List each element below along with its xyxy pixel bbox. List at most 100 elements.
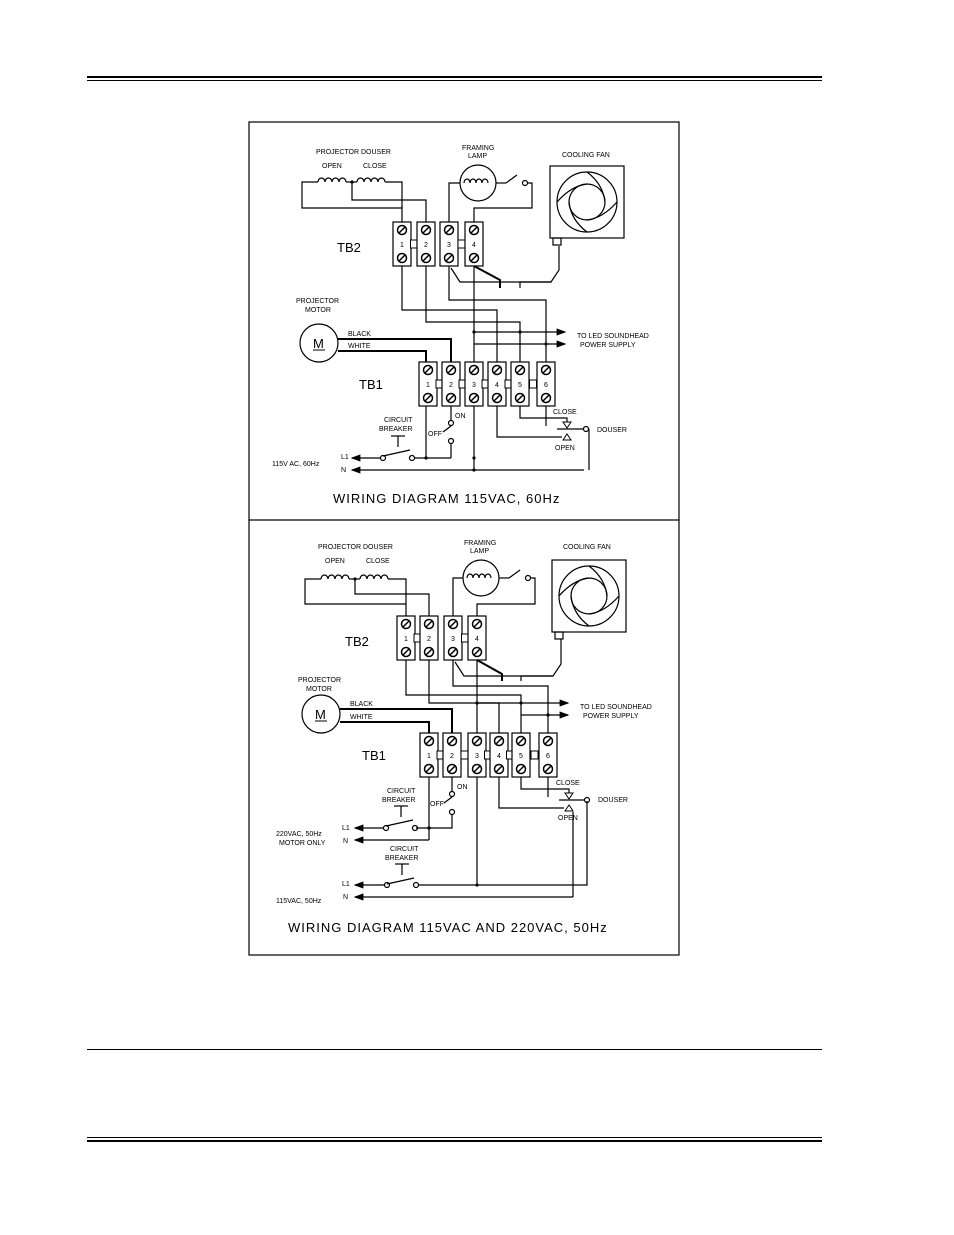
soundhead-label: TO LED SOUNDHEAD	[577, 333, 649, 340]
terminal-screw-icon	[422, 364, 434, 376]
n-label: N	[341, 467, 346, 474]
terminal: 6	[538, 732, 558, 778]
motor-label: PROJECTOR	[298, 677, 341, 684]
terminal-number: 1	[426, 382, 430, 389]
breaker-label: CIRCUIT	[384, 417, 413, 424]
terminal: 2	[441, 361, 461, 407]
douser-label: PROJECTOR DOUSER	[316, 149, 391, 156]
terminal-screw-icon	[446, 763, 458, 775]
off-label: OFF	[430, 801, 444, 808]
l1-115-label: L1	[342, 881, 350, 888]
motor-icon: M	[301, 694, 341, 734]
terminal-screw-icon	[446, 735, 458, 747]
terminal-screw-icon	[515, 763, 527, 775]
terminal: 4	[489, 732, 509, 778]
soundhead-label-2: POWER SUPPLY	[583, 713, 639, 720]
circuit-breaker-icon	[382, 805, 419, 832]
douser-switch-label: DOUSER	[597, 427, 627, 434]
cooling-fan-label: COOLING FAN	[563, 544, 611, 551]
terminal: 1	[396, 615, 416, 661]
jumper	[457, 239, 466, 249]
douser-coil-icon	[320, 574, 389, 581]
on-label: ON	[455, 413, 466, 420]
terminal-number: 6	[544, 382, 548, 389]
terminal: 3	[464, 361, 484, 407]
douser-open-label: OPEN	[325, 558, 345, 565]
supply-115-label: 115VAC, 50Hz	[276, 898, 322, 905]
terminal-screw-icon	[542, 735, 554, 747]
header-rule-bottom	[87, 80, 822, 81]
diagram-frame	[248, 121, 680, 956]
terminal: 3	[467, 732, 487, 778]
terminal: 5	[510, 361, 530, 407]
terminal: 3	[439, 221, 459, 267]
sw-close-label: CLOSE	[556, 780, 580, 787]
terminal-block-tb1: 1 2 3 4 5 6	[418, 361, 556, 407]
terminal: 4	[467, 615, 487, 661]
l1-label: L1	[341, 454, 349, 461]
diagram-60hz: PROJECTOR DOUSER OPEN CLOSE FRAMING LAMP…	[272, 145, 649, 506]
terminal-screw-icon	[422, 392, 434, 404]
terminal-number: 4	[495, 382, 499, 389]
terminal-number: 4	[472, 242, 476, 249]
framing-lamp-label-2: LAMP	[468, 153, 487, 160]
douser-switch-icon	[559, 792, 591, 812]
motor-label-2: MOTOR	[306, 686, 332, 693]
terminal-screw-icon	[445, 392, 457, 404]
on-label: ON	[457, 784, 468, 791]
supply-220-label: 220VAC, 50Hz	[276, 831, 322, 838]
motor-label: PROJECTOR	[296, 298, 339, 305]
motor-icon: M	[299, 323, 339, 363]
terminal-screw-icon	[423, 618, 435, 630]
terminal: 5	[511, 732, 531, 778]
sw-open-label: OPEN	[555, 445, 575, 452]
terminal-screw-icon	[420, 252, 432, 264]
tb1-label: TB1	[362, 748, 386, 763]
terminal-screw-icon	[471, 763, 483, 775]
circuit-breaker-115-icon	[383, 863, 420, 889]
terminal-screw-icon	[423, 763, 435, 775]
douser-label: PROJECTOR DOUSER	[318, 544, 393, 551]
breaker-label-2: BREAKER	[379, 426, 412, 433]
jumper	[530, 750, 539, 760]
douser-coil-icon	[317, 177, 386, 184]
motor-label-2: MOTOR	[305, 307, 331, 314]
terminal-screw-icon	[468, 392, 480, 404]
supply-220-label-2: MOTOR ONLY	[279, 840, 326, 847]
tb1-label: TB1	[359, 377, 383, 392]
terminal-number: 3	[475, 753, 479, 760]
terminal-screw-icon	[493, 763, 505, 775]
terminal: 2	[419, 615, 439, 661]
terminal-number: 1	[427, 753, 431, 760]
terminal-number: 3	[472, 382, 476, 389]
terminal-screw-icon	[468, 252, 480, 264]
terminal-number: 4	[497, 753, 501, 760]
douser-switch-label: DOUSER	[598, 797, 628, 804]
terminal-screw-icon	[468, 364, 480, 376]
terminal-number: 1	[404, 636, 408, 643]
cooling-fan-label: COOLING FAN	[562, 152, 610, 159]
breaker-115-label: CIRCUIT	[390, 846, 419, 853]
n-115-label: N	[343, 894, 348, 901]
cooling-fan-icon	[549, 165, 625, 246]
footer-rule-top	[87, 1137, 822, 1138]
framing-lamp-label: FRAMING	[462, 145, 494, 152]
terminal-screw-icon	[493, 735, 505, 747]
terminal-screw-icon	[447, 646, 459, 658]
header-rule-top	[87, 76, 822, 78]
n-label: N	[343, 838, 348, 845]
terminal-number: 3	[447, 242, 451, 249]
terminal-screw-icon	[471, 735, 483, 747]
terminal-number: 1	[400, 242, 404, 249]
white-wire-label: WHITE	[348, 343, 371, 350]
soundhead-label: TO LED SOUNDHEAD	[580, 704, 652, 711]
tb2-label: TB2	[345, 634, 369, 649]
sw-open-label: OPEN	[558, 815, 578, 822]
diagram-50hz: PROJECTOR DOUSER OPEN CLOSE FRAMING LAMP…	[276, 540, 652, 935]
terminal-screw-icon	[514, 364, 526, 376]
svg-text:M: M	[315, 707, 326, 722]
soundhead-label-2: POWER SUPPLY	[580, 342, 636, 349]
terminal-screw-icon	[471, 646, 483, 658]
